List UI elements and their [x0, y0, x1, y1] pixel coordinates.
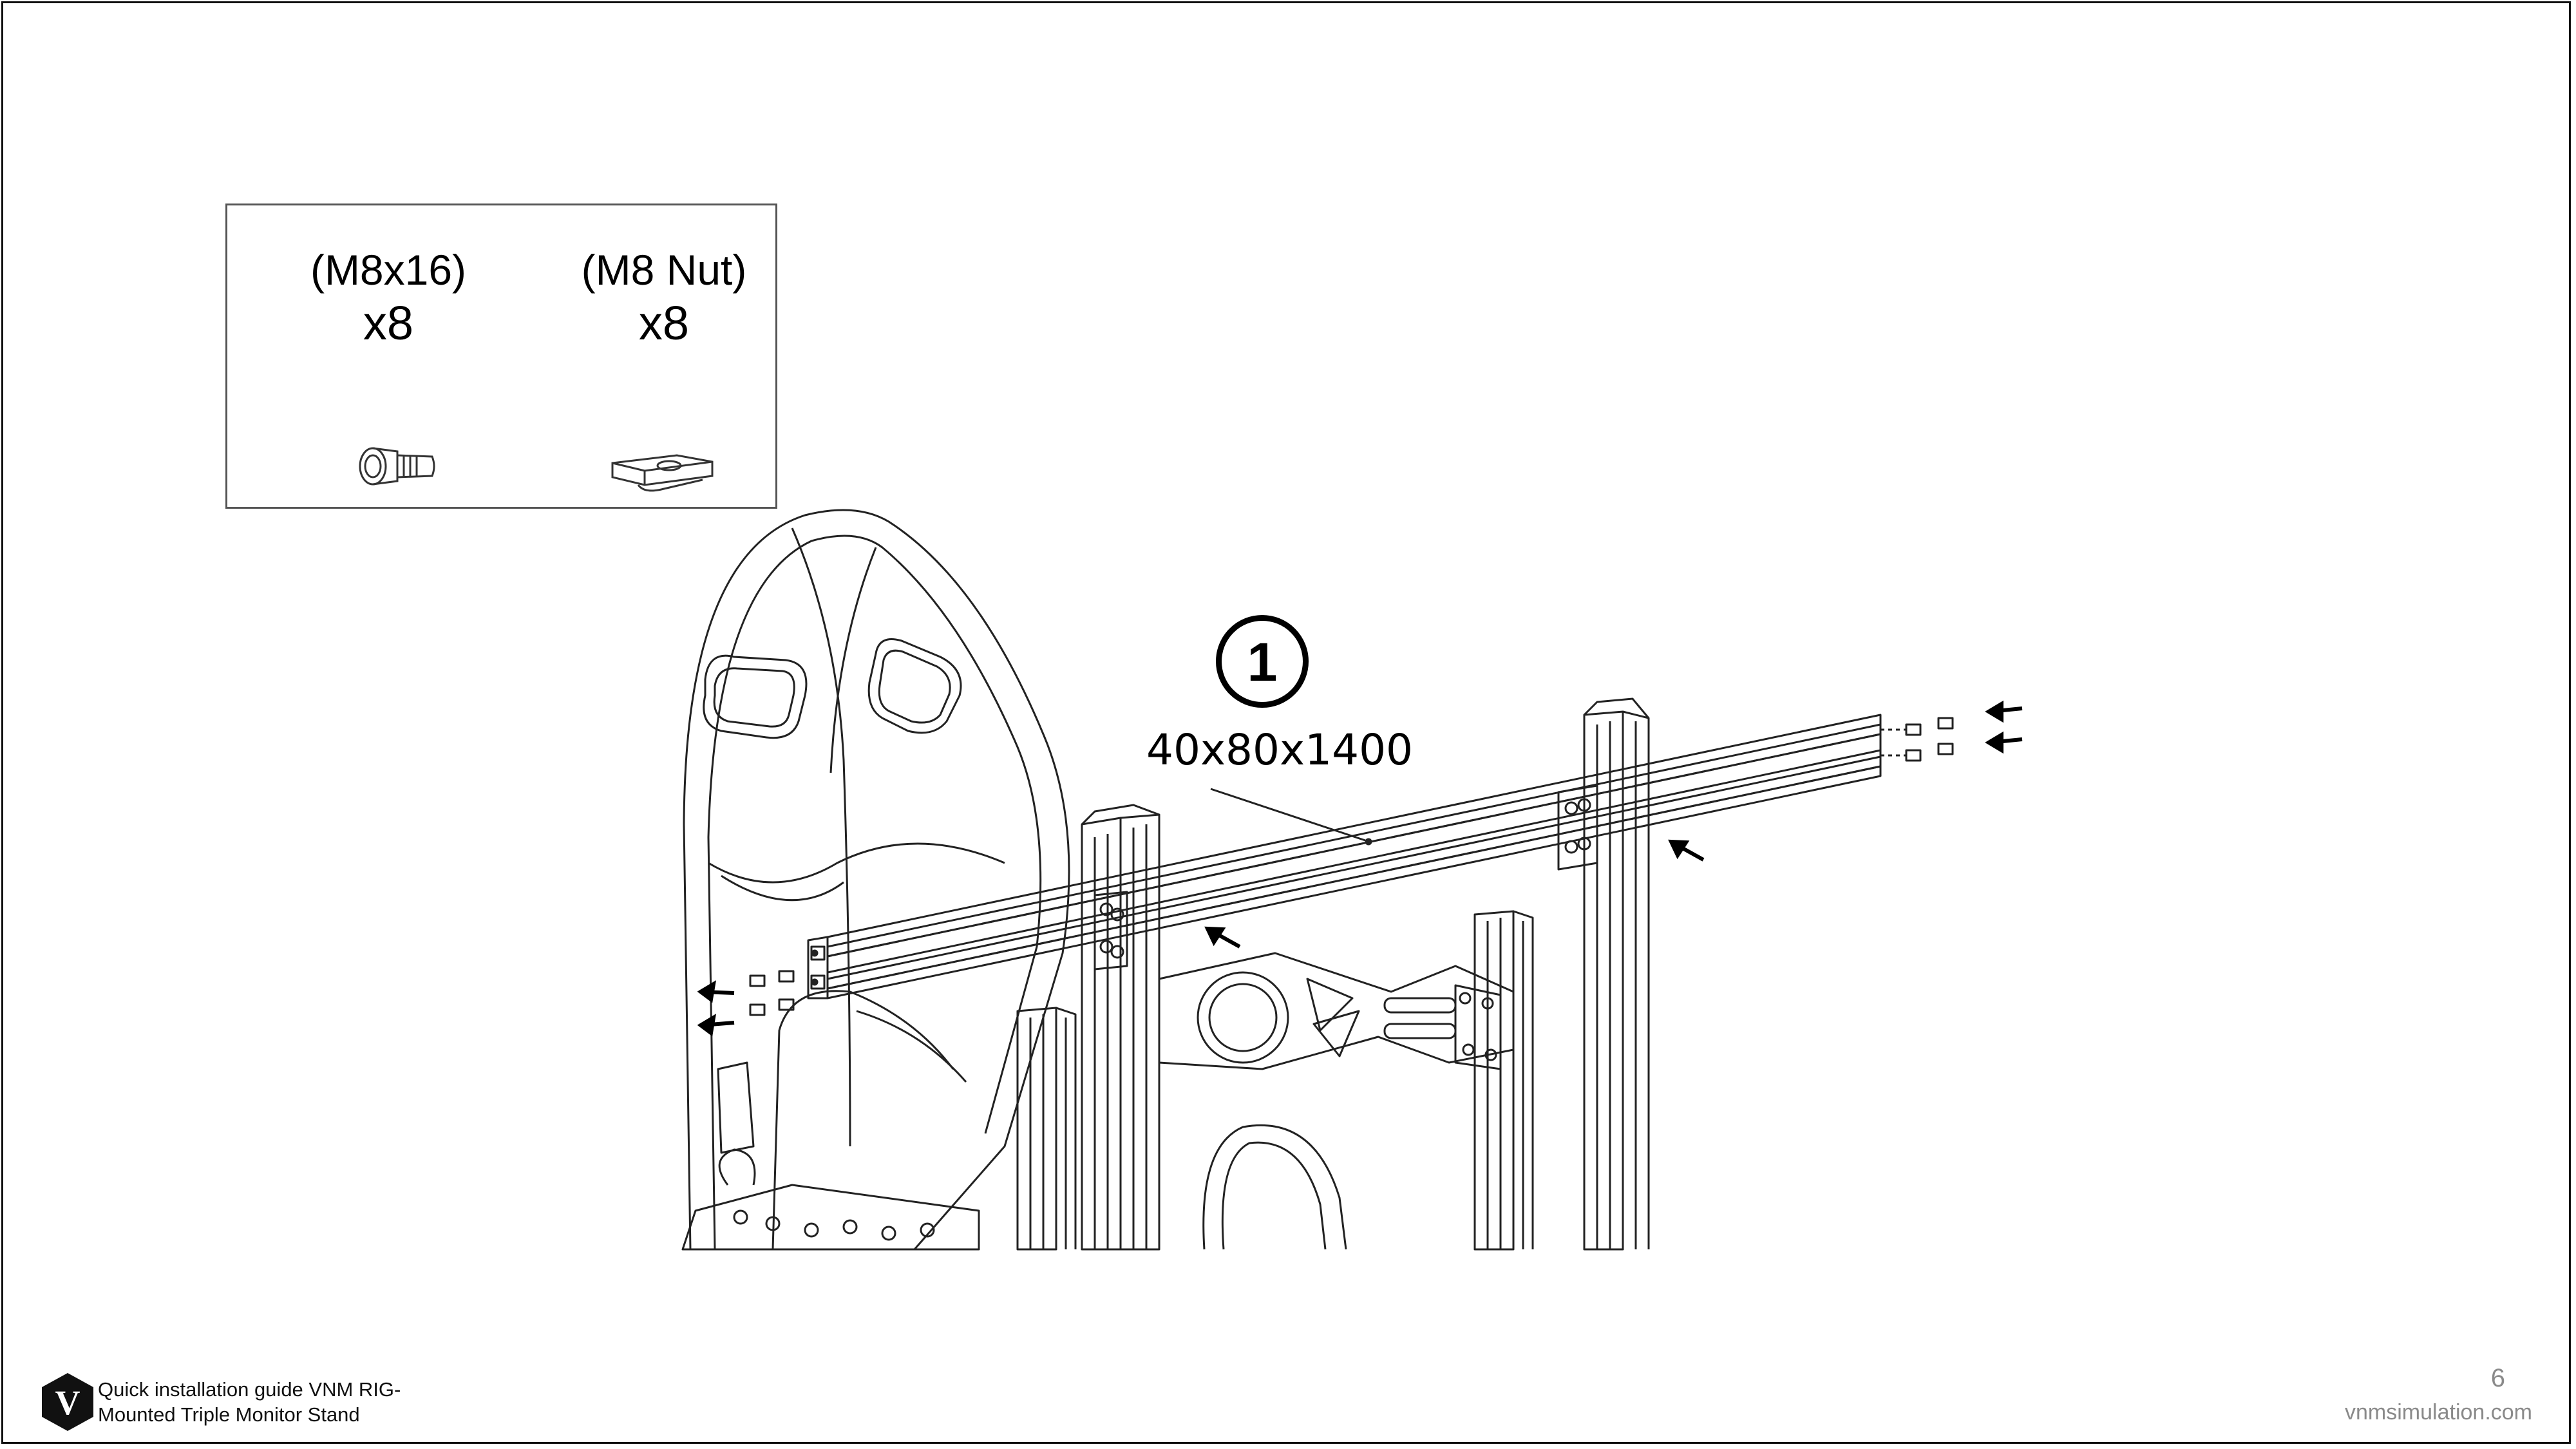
seat-outline [683, 509, 1070, 1250]
part-nut-quantity: x8 [638, 296, 690, 350]
vnm-logo-icon: V [42, 1373, 93, 1431]
part-nut-name: (M8 Nut) [581, 246, 747, 294]
page-number: 6 [2490, 1364, 2505, 1392]
svg-text:V: V [55, 1383, 80, 1422]
part-bolt-quantity: x8 [363, 296, 414, 350]
part-bolt-name: (M8x16) [310, 246, 467, 294]
wheel-mount-plate [1158, 952, 1515, 1070]
beam-dimension-label: 40x80x1400 [1146, 724, 1414, 776]
guide-title-line2: Mounted Triple Monitor Stand [98, 1403, 360, 1426]
callout-number: 1 [1216, 615, 1309, 708]
t-nut-icon [611, 454, 714, 492]
rig-assembly-drawing [681, 509, 2023, 1251]
guide-title-line1: Quick installation guide VNM RIG- [98, 1378, 401, 1401]
website-url: vnmsimulation.com [2345, 1400, 2532, 1425]
bolt-icon [359, 447, 435, 486]
parts-box: (M8x16) x8 (M8 Nut) x8 [225, 204, 777, 509]
part-bolt: (M8x16) x8 [279, 244, 498, 486]
part-nut: (M8 Nut) x8 [554, 244, 773, 492]
guide-title: Quick installation guide VNM RIG- Mounte… [98, 1377, 433, 1427]
